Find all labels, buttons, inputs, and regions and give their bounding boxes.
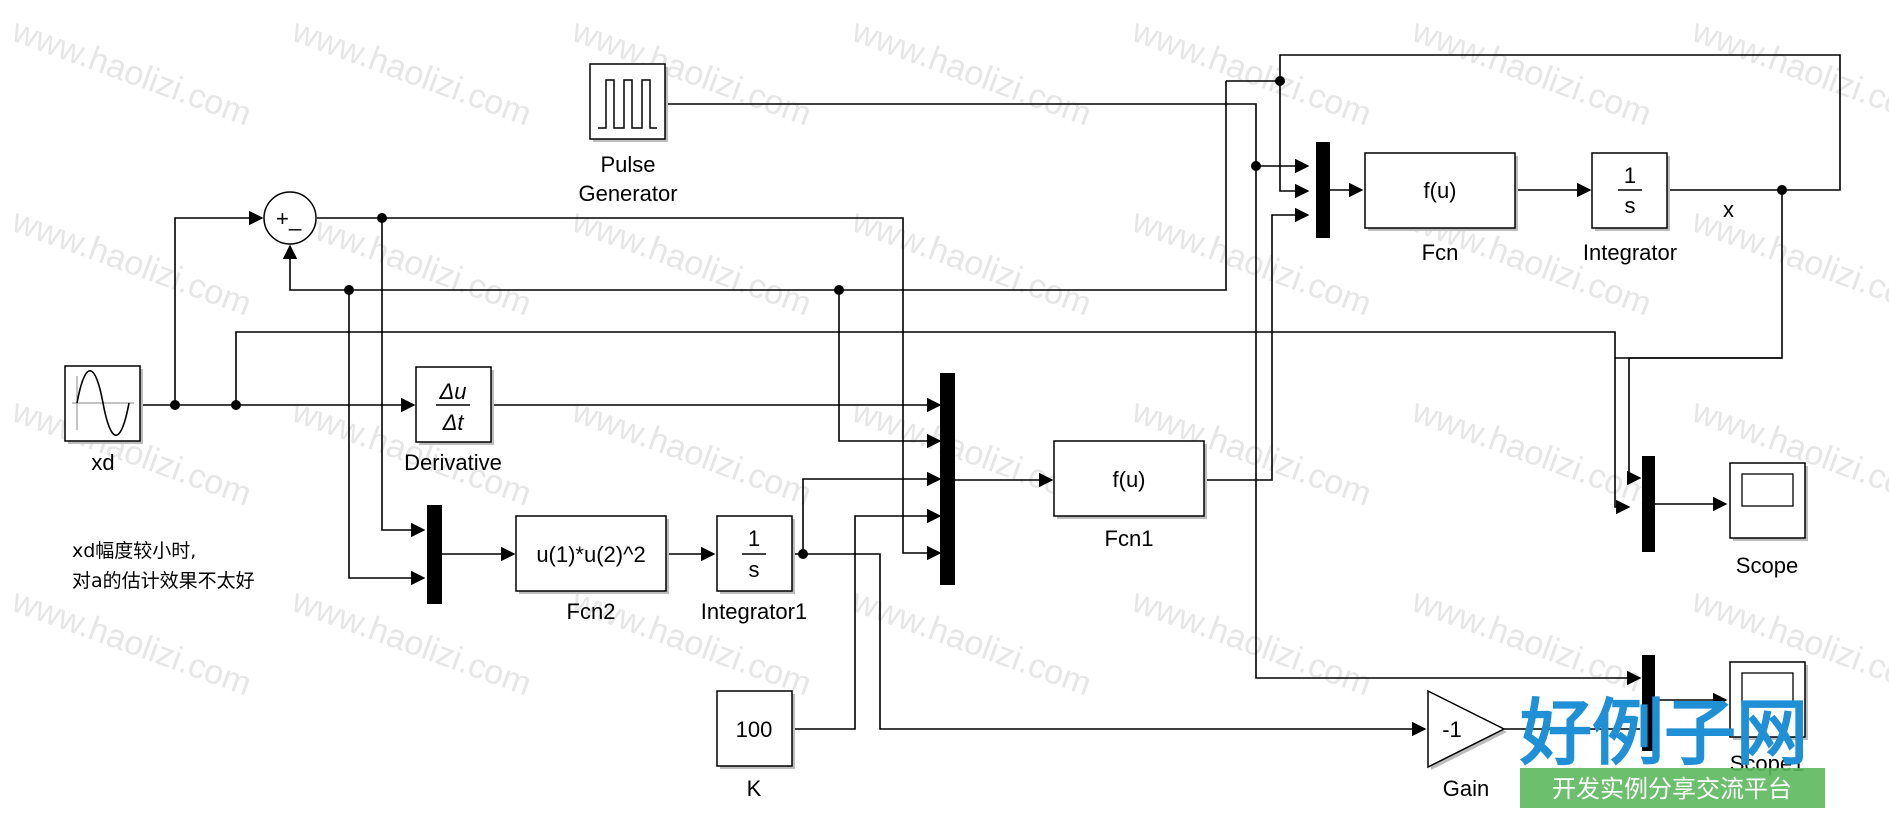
watermark-text: www.haolizi.com — [6, 581, 256, 703]
wire-sum-mux3[interactable] — [381, 218, 426, 538]
brand-subtitle: 开发实例分享交流平台 — [1552, 775, 1792, 803]
scope-block[interactable]: Scope — [1729, 462, 1808, 578]
xd-label: xd — [91, 450, 114, 475]
k-value: 100 — [736, 717, 773, 742]
wire-pulse-scope1[interactable] — [667, 103, 1642, 686]
junction-x-2 — [834, 285, 844, 295]
derivative-numerator: Δu — [439, 379, 467, 404]
integrator1-label: Integrator1 — [701, 599, 807, 624]
wire-xd-sum[interactable] — [174, 210, 264, 405]
watermark-text: www.haolizi.com — [846, 201, 1096, 323]
integrator-denominator: s — [1625, 193, 1636, 218]
watermark-text: www.haolizi.com — [566, 391, 816, 513]
watermark-text: www.haolizi.com — [1406, 391, 1656, 513]
sine-wave-icon — [76, 369, 130, 437]
watermark-text: www.haolizi.com — [1126, 581, 1376, 703]
watermark-text: www.haolizi.com — [286, 11, 536, 133]
wire-x-sum[interactable] — [282, 81, 1227, 291]
watermark-text: www.haolizi.com — [1686, 11, 1889, 133]
watermark-text: www.haolizi.com — [286, 201, 536, 323]
scope-label: Scope — [1736, 553, 1798, 578]
junction-xd-2 — [231, 400, 241, 410]
integrator1-block[interactable]: 1 s Integrator1 — [701, 515, 807, 624]
fcn-block[interactable]: f(u) Fcn — [1364, 152, 1518, 265]
watermark-text: www.haolizi.com — [1126, 201, 1376, 323]
brand-banner — [1520, 768, 1825, 808]
fcn-label: Fcn — [1422, 240, 1459, 265]
watermark-text: www.haolizi.com — [286, 581, 536, 703]
fcn2-block[interactable]: u(1)*u(2)^2 Fcn2 — [515, 515, 669, 624]
junction-x-1 — [344, 285, 354, 295]
pulse-generator-block[interactable]: Pulse Generator — [578, 63, 678, 206]
mux-fcn2-input[interactable] — [427, 505, 442, 604]
note-line-2: 对a的估计效果不太好 — [72, 570, 255, 592]
pulse-label-2: Generator — [578, 181, 677, 206]
scope1-screen-icon — [1741, 672, 1794, 706]
wire-x-mux2[interactable] — [1279, 54, 1841, 199]
junction-x-out — [1777, 185, 1787, 195]
junction-sum — [377, 213, 387, 223]
integrator-label: Integrator — [1583, 240, 1677, 265]
junction-pulse — [1251, 161, 1261, 171]
note-line-1: xd幅度较小时, — [72, 540, 196, 562]
wire-integrator1-mux1[interactable] — [802, 471, 942, 554]
integrator-block[interactable]: 1 s Integrator — [1583, 152, 1677, 265]
junction-integrator1 — [798, 549, 808, 559]
fcn1-label: Fcn1 — [1105, 526, 1154, 551]
brand-title: 好例子网 — [1519, 691, 1808, 775]
wire-x-mux3[interactable] — [348, 290, 426, 586]
watermark-text: www.haolizi.com — [6, 11, 256, 133]
watermark-text: www.haolizi.com — [1406, 581, 1656, 703]
wire-integrator1-gain[interactable] — [803, 553, 1427, 737]
mux-fcn-input[interactable] — [1316, 142, 1330, 238]
k-label: K — [747, 776, 762, 801]
junction-xd — [170, 400, 180, 410]
scope-screen-icon — [1741, 473, 1794, 507]
wire-xd-scope[interactable] — [235, 331, 1631, 515]
wire-fcn1-mux2[interactable] — [1204, 207, 1310, 481]
fcn2-expression: u(1)*u(2)^2 — [536, 542, 645, 567]
k-constant-block[interactable]: 100 K — [716, 690, 795, 801]
mux-scope1-input[interactable] — [1642, 655, 1655, 751]
gain-value: -1 — [1442, 717, 1462, 742]
derivative-denominator: Δt — [442, 410, 465, 435]
brand-watermark: 好例子网 开发实例分享交流平台 — [1519, 691, 1825, 808]
derivative-block[interactable]: Δu Δt Derivative — [404, 366, 502, 475]
signal-lines — [120, 54, 1841, 737]
watermark-text: www.haolizi.com — [846, 581, 1096, 703]
mux-scope-input[interactable] — [1642, 456, 1655, 552]
signal-x-label: x — [1723, 197, 1734, 222]
xd-sine-block[interactable]: xd — [64, 365, 143, 475]
fcn1-block[interactable]: f(u) Fcn1 — [1053, 440, 1207, 551]
integrator-numerator: 1 — [1624, 163, 1636, 188]
sum-block[interactable]: + _ — [263, 191, 317, 245]
pulse-label-1: Pulse — [600, 152, 655, 177]
fcn2-label: Fcn2 — [567, 599, 616, 624]
watermark-text: www.haolizi.com — [566, 201, 816, 323]
wire-sum-mux1[interactable] — [382, 217, 942, 561]
gain-label: Gain — [1443, 776, 1489, 801]
gain-block[interactable]: -1 Gain — [1427, 689, 1507, 801]
watermark-text: www.haolizi.com — [1686, 201, 1889, 323]
integrator1-numerator: 1 — [748, 526, 760, 551]
junction-x-top — [1275, 76, 1285, 86]
wire-x-scope[interactable] — [1627, 357, 1782, 486]
sum-minus-sign: _ — [288, 206, 302, 231]
junctions — [170, 76, 1787, 559]
watermark-text: www.haolizi.com — [6, 201, 256, 323]
watermark-text: www.haolizi.com — [1126, 11, 1376, 133]
watermark-text: www.haolizi.com — [1406, 11, 1656, 133]
mux-fcn1-input[interactable] — [940, 373, 955, 585]
wire-x-mux1[interactable] — [838, 290, 942, 449]
wire-k-mux1[interactable] — [791, 508, 942, 730]
integrator1-denominator: s — [749, 557, 760, 582]
watermark-text: www.haolizi.com — [846, 11, 1096, 133]
sum-plus-sign: + — [276, 206, 289, 231]
fcn1-expression: f(u) — [1113, 467, 1146, 492]
pulse-icon — [598, 79, 657, 129]
derivative-label: Derivative — [404, 450, 502, 475]
fcn-expression: f(u) — [1424, 178, 1457, 203]
